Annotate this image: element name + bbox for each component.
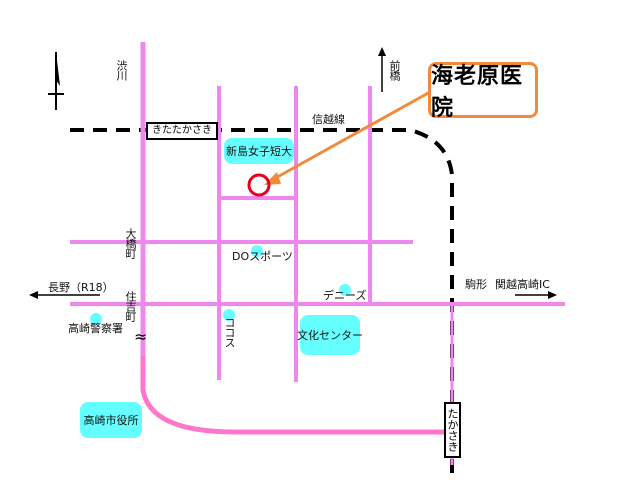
cocos-label: ココス	[223, 317, 236, 347]
do-sports-label: DOスポーツ	[232, 250, 293, 263]
komagata-label: 駒形	[465, 278, 487, 291]
road-lower-curve	[140, 356, 452, 435]
river-symbol-icon: ≈	[134, 327, 147, 346]
dennys-label: デニーズ	[323, 289, 367, 302]
takasaki-street-label: たかさき	[444, 402, 461, 458]
ohashi-machi-label: 大橋町	[124, 228, 137, 258]
cocos-marker	[223, 309, 235, 321]
culture-center-label: 文化センター	[297, 315, 363, 355]
clinic-name-label: 海老原医院	[428, 62, 538, 121]
shin-etsu-line-label: 信越線	[312, 113, 345, 126]
arrow-up-maebashi-icon	[378, 47, 386, 92]
arrow-left-nagano-icon	[29, 291, 100, 299]
sumiyoshi-cho-label: 住吉町	[124, 291, 137, 321]
police-marker	[90, 313, 102, 325]
railway-shin-etsu-line	[70, 128, 454, 480]
shibukawa-label: 渋川	[115, 60, 128, 80]
dennys-marker	[339, 284, 351, 296]
clinic-marker-icon	[247, 173, 271, 197]
police-label: 高崎警察署	[68, 322, 123, 335]
kan-etsu-ic-label: 関越高崎IC	[495, 278, 550, 291]
kitatakasaki-crossing-label: きたたかさき	[146, 122, 218, 140]
arrow-right-ic-icon	[515, 291, 557, 299]
do-sports-marker	[251, 245, 263, 257]
nagano-r18-label: 長野（R18）	[48, 281, 114, 294]
takasaki-city-hall-label: 高崎市役所	[80, 402, 142, 438]
north-arrow-icon	[48, 52, 64, 110]
niijima-college-label: 新島女子短大	[224, 138, 294, 164]
maebashi-label: 前橋	[388, 60, 401, 80]
